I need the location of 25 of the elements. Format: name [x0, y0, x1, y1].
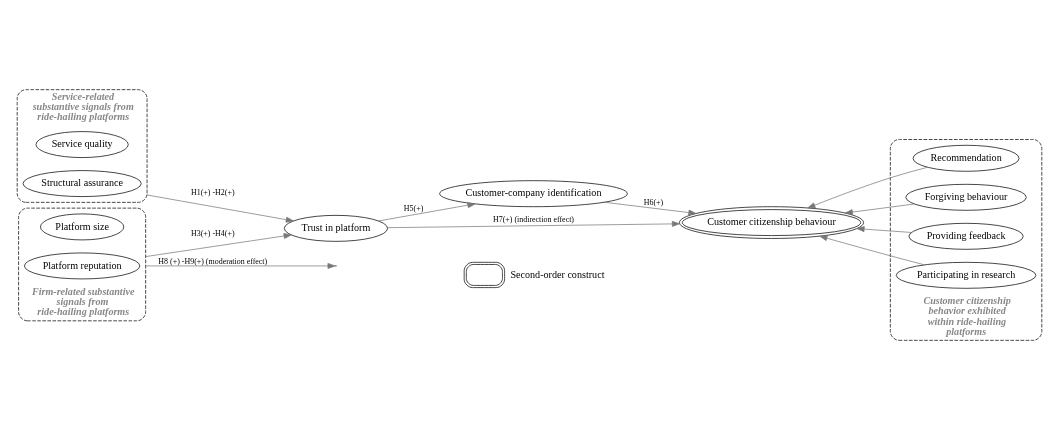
node-ellipse: Service quality: [35, 130, 129, 158]
node-ellipse: Providing feedback: [908, 222, 1024, 250]
arrow: [844, 203, 915, 215]
arrow: [146, 194, 294, 223]
edge-label: H7(+) (indirection effect): [493, 214, 575, 224]
arrow: [807, 166, 928, 208]
arrow: [819, 234, 925, 265]
edge-label: H1(+) -H2(+): [191, 187, 235, 197]
node-ellipse: Forgiving behaviour: [905, 183, 1027, 211]
node-ellipse: Structural assurance: [22, 169, 142, 197]
arrow: [145, 262, 336, 269]
arrow: [378, 201, 476, 221]
edge-label: H6(+): [643, 197, 664, 207]
node-ellipse: Platform size: [40, 213, 125, 240]
arrow: [145, 232, 292, 257]
edge-label: H5(+): [403, 203, 424, 213]
node-ellipse: Recommendation: [912, 144, 1020, 172]
node-ellipse: Platform reputation: [24, 252, 141, 279]
arrow: [603, 201, 697, 215]
arrow: [856, 225, 912, 233]
arrow: [387, 220, 680, 228]
edge-label: H8 (+) -H9(+) (moderation effect): [158, 256, 268, 266]
legend-label: Second-order construct: [510, 268, 605, 280]
edge-label: H3(+) -H4(+): [191, 228, 235, 238]
node-ellipse: Participating in research: [895, 261, 1037, 289]
